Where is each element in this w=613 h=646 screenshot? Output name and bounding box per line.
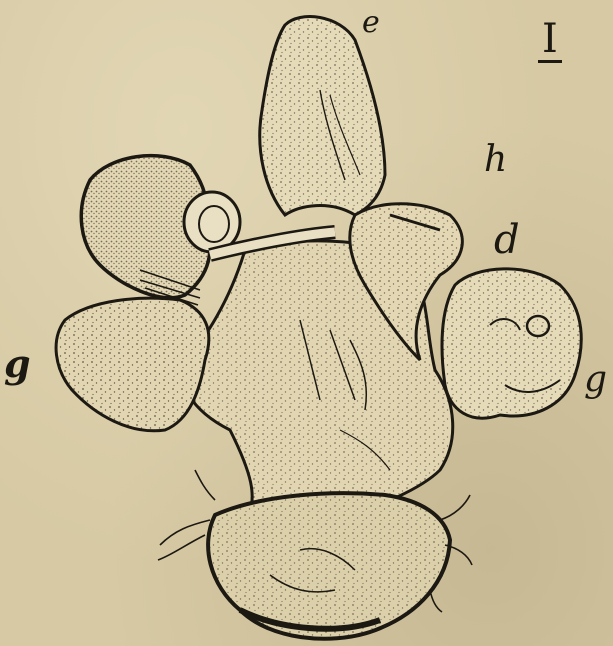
label-d: d [494, 220, 520, 260]
right-gland-g [442, 269, 581, 418]
label-h: h [484, 142, 507, 178]
upper-left-sac [81, 156, 240, 305]
plate-numeral: I [538, 18, 562, 63]
label-e: e [362, 8, 380, 38]
label-g-left: g [4, 345, 31, 383]
left-gland-g [56, 298, 209, 431]
label-g-right: g [584, 362, 607, 398]
upper-lobe-e [260, 17, 385, 215]
bottom-mass [208, 493, 450, 639]
